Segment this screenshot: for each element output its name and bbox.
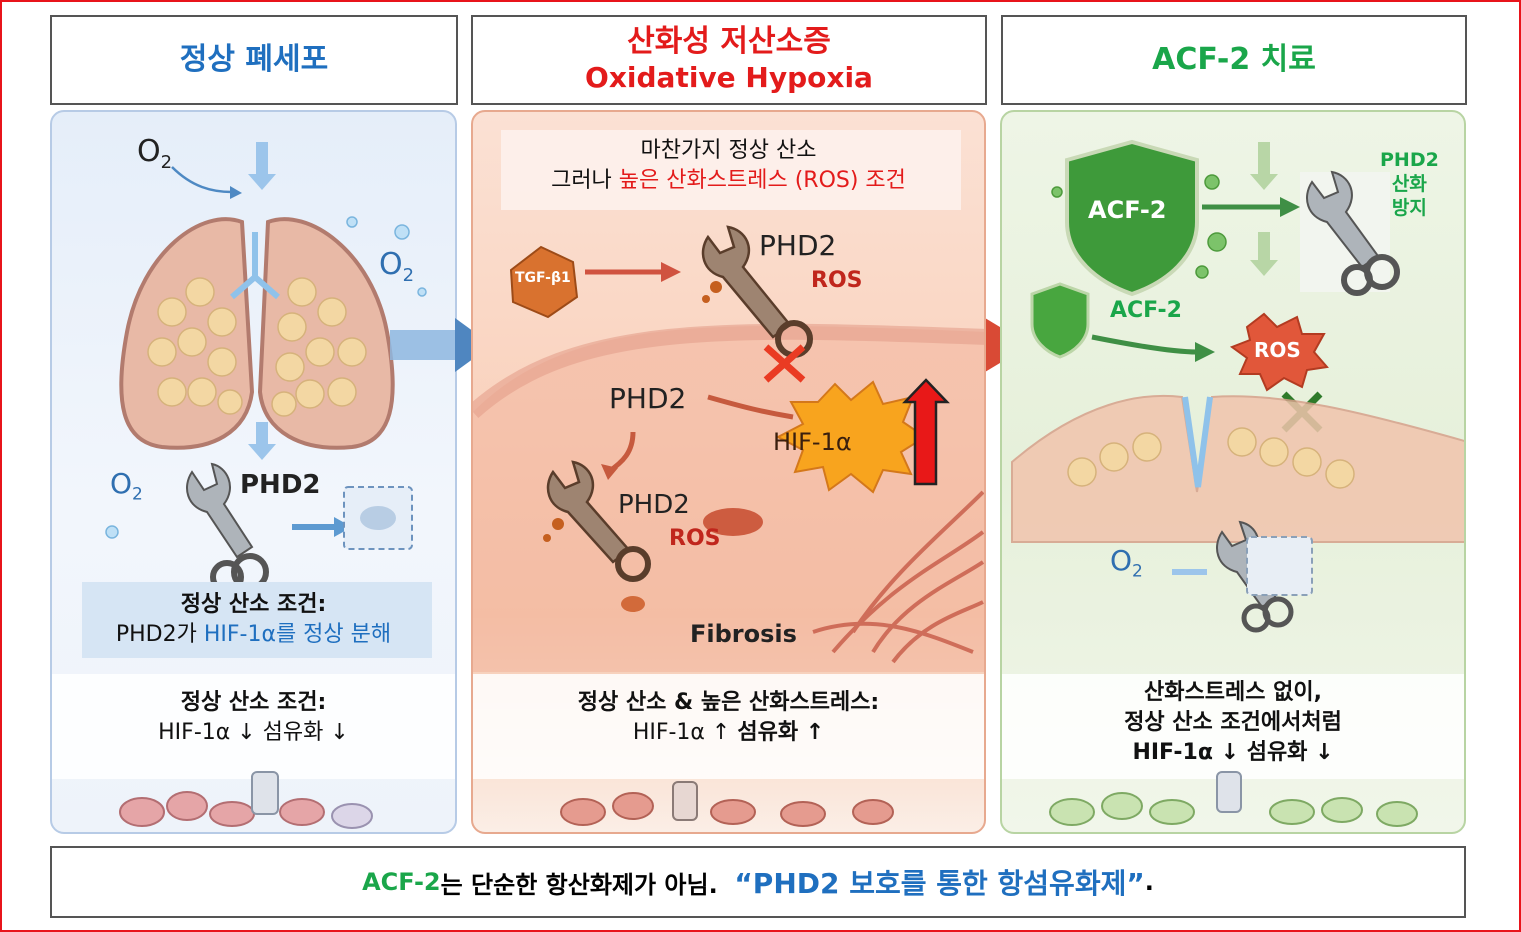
normal-caption-line: HIF-1α ↓ 섬유화 ↓ — [158, 720, 349, 745]
fibrosis-label: Fibrosis — [690, 620, 797, 648]
header-oxidative-title-en: Oxidative Hypoxia — [585, 61, 873, 94]
o2-label-treatment: O2 — [1110, 544, 1143, 582]
oxidative-bottom-cells — [560, 781, 894, 827]
phd2-label-low: PHD2 — [618, 490, 690, 520]
normal-caption: 정상 산소 조건: HIF-1α ↓ 섬유화 ↓ — [52, 688, 455, 748]
footer-summary: ACF-2 는 단순한 항산화제가 아님. “PHD2 보호를 통한 항섬유화제… — [50, 846, 1466, 918]
footer-acf2: ACF-2 — [362, 868, 441, 896]
oxidative-intro: 마찬가지 정상 산소 그러나 높은 산화스트레스 (ROS) 조건 — [473, 136, 984, 196]
ros-label-low: ROS — [669, 526, 721, 551]
acf2-shield-large — [1065, 139, 1199, 297]
phd2-label-mid: PHD2 — [609, 382, 687, 415]
treatment-caption: 산화스트레스 없이, 정상 산소 조건에서처럼 HIF-1α ↓ 섬유화 ↓ — [1002, 678, 1464, 768]
hif-up-arrow — [902, 378, 950, 486]
intro-line-1: 마찬가지 정상 산소 — [640, 138, 817, 163]
shield-to-ros-arrow — [1091, 334, 1198, 355]
intro-highlight: 높은 산화스트레스 (ROS) 조건 — [618, 168, 906, 193]
protected-wrench — [1306, 170, 1400, 296]
o2-label-top: O2 — [137, 134, 172, 173]
panel-treatment: ACF-2 PHD2 산화 방지 ACF-2 ROS O2 산화스트레스 없이,… — [1000, 110, 1466, 834]
treatment-bottom-cells — [1049, 771, 1418, 827]
hif-label: HIF-1α — [773, 428, 852, 456]
phd2-wrench-normal — [186, 462, 269, 594]
o2-top-sub: 2 — [160, 152, 173, 173]
normal-info-line: PHD2가 HIF-1α를 정상 분해 — [52, 620, 455, 650]
degraded-hif-box-treatment — [1246, 536, 1313, 596]
oxidative-caption-hif: HIF-1α ↑ — [632, 720, 738, 745]
treatment-caption-line-3: HIF-1α ↓ 섬유화 ↓ — [1132, 740, 1334, 765]
phd2-label-normal: PHD2 — [240, 470, 321, 500]
o2-right-sub: 2 — [402, 265, 415, 286]
header-treatment-title: ACF-2 치료 — [1152, 42, 1316, 77]
hif-starburst — [775, 380, 927, 494]
healthy-alveoli — [1067, 427, 1355, 489]
acf2-shield-small — [1030, 282, 1090, 359]
header-oxidative-title-ko: 산화성 저산소증 — [627, 24, 831, 59]
footer-quote: “PHD2 보호를 통한 항섬유화제” — [734, 867, 1145, 900]
panel-oxidative: 마찬가지 정상 산소 그러나 높은 산화스트레스 (ROS) 조건 TGF-β1… — [471, 110, 986, 834]
oxidative-illustration — [473, 130, 984, 827]
o2-right-text: O — [379, 247, 403, 282]
treatment-illustration — [1002, 139, 1464, 827]
trachea — [230, 232, 280, 300]
right-lung — [257, 217, 395, 450]
phd2-protect-line-1: PHD2 — [1380, 149, 1439, 171]
oxidative-caption-title: 정상 산소 & 높은 산화스트레스: — [577, 690, 880, 715]
fibrosis-fibers — [812, 490, 984, 664]
panel-normal: O2 O2 O2 PHD2 정상 산소 조건: PHD2가 HIF-1α를 정상… — [50, 110, 457, 834]
normal-illustration — [52, 142, 455, 829]
o2-treatment-sub: 2 — [1132, 561, 1143, 582]
phd2-protect-line-2: 산화 — [1391, 173, 1427, 195]
ros-burst — [1229, 312, 1329, 392]
phd2-to-hif-arrow — [707, 394, 794, 420]
intro-prefix: 그러나 — [551, 168, 619, 193]
footer-text: 는 단순한 항산화제가 아님. — [440, 870, 735, 899]
acf2-shield-large-label: ACF-2 — [1088, 196, 1167, 224]
o2-label-right: O2 — [379, 247, 414, 286]
oxidative-caption-line: HIF-1α ↑ 섬유화 ↑ — [473, 718, 984, 748]
o2-curve-arrow — [171, 166, 233, 194]
o2-left-sub: 2 — [132, 484, 143, 505]
oxidative-caption: 정상 산소 & 높은 산화스트레스: HIF-1α ↑ 섬유화 ↑ — [473, 688, 984, 748]
intro-band — [501, 130, 961, 210]
normal-info-prefix: PHD2가 — [115, 622, 204, 647]
intro-line-2: 그러나 높은 산화스트레스 (ROS) 조건 — [473, 166, 984, 196]
rusty-wrench-low — [543, 460, 651, 582]
treatment-caption-line-2: 정상 산소 조건에서처럼 — [1124, 710, 1342, 735]
healthy-tissue — [1011, 394, 1464, 543]
normal-caption-title: 정상 산소 조건: — [180, 690, 327, 715]
ros-label-treatment: ROS — [1254, 338, 1301, 362]
normal-info-box — [82, 582, 432, 658]
o2-treatment-text: O — [1110, 544, 1133, 577]
o2-top-text: O — [137, 134, 161, 169]
tgf-label: TGF-β1 — [515, 270, 571, 286]
green-bubbles — [1051, 174, 1227, 279]
alveoli-cells — [147, 277, 367, 417]
o2-label-left: O2 — [110, 467, 143, 505]
phd2-protect-line-3: 방지 — [1391, 197, 1427, 219]
oxidative-caption-fibrosis: 섬유화 ↑ — [737, 720, 825, 745]
red-x-mark — [763, 344, 806, 383]
normal-bottom-cells — [119, 771, 373, 829]
header-normal-title: 정상 폐세포 — [179, 42, 329, 77]
rusty-wrench-top — [701, 225, 813, 358]
acf2-small-label: ACF-2 — [1110, 298, 1182, 323]
normal-info-title: 정상 산소 조건: — [180, 592, 327, 617]
header-oxidative: 산화성 저산소증 Oxidative Hypoxia — [471, 15, 987, 105]
normal-info-text: 정상 산소 조건: PHD2가 HIF-1α를 정상 분해 — [52, 590, 455, 650]
header-treatment: ACF-2 치료 — [1001, 15, 1467, 105]
ros-label-top: ROS — [811, 268, 863, 293]
tgf-hexagon — [509, 245, 579, 319]
o2-left-text: O — [110, 467, 133, 500]
header-normal: 정상 폐세포 — [50, 15, 458, 105]
phd2-protect-label: PHD2 산화 방지 — [1380, 148, 1439, 220]
footer-period: . — [1144, 868, 1154, 896]
normal-info-highlight: HIF-1α를 정상 분해 — [203, 622, 392, 647]
o2-bubbles — [105, 216, 427, 539]
treatment-caption-line-1: 산화스트레스 없이, — [1144, 680, 1322, 705]
phd2-label-top: PHD2 — [759, 229, 837, 262]
